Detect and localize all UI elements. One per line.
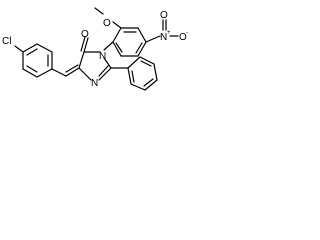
imidazolone-ring [78, 51, 112, 81]
ring-nitrogen-label: N [99, 51, 106, 62]
molecule-drawing: Cl O N N [2, 7, 188, 91]
nitro-oxygen-right-label: O [179, 32, 187, 43]
cl-bond [14, 45, 24, 53]
methoxy-oxygen-label: O [103, 18, 111, 29]
nitro-oxygen-charge: - [186, 30, 188, 36]
nitro-group: N + O O - [145, 10, 188, 43]
nitro-oxygen-top-label: O [160, 10, 168, 21]
nitro-nitrogen-label: N [160, 32, 167, 43]
n-aryl-bond [103, 41, 114, 51]
nitro-methoxyphenyl-ring [112, 27, 147, 57]
chlorophenyl-ring [22, 43, 53, 78]
nitro-nitrogen-charge: + [167, 30, 171, 36]
benzylidene-linker [51, 64, 80, 77]
chemical-structure-diagram: Cl O N N [0, 0, 193, 141]
methoxy-group: O [94, 7, 122, 29]
imine-nitrogen-label: N [91, 78, 98, 89]
chlorine-label: Cl [2, 36, 11, 47]
carbonyl-oxygen-label: O [81, 29, 89, 40]
phenyl-ring [110, 56, 158, 91]
carbonyl-group: O [80, 29, 89, 53]
